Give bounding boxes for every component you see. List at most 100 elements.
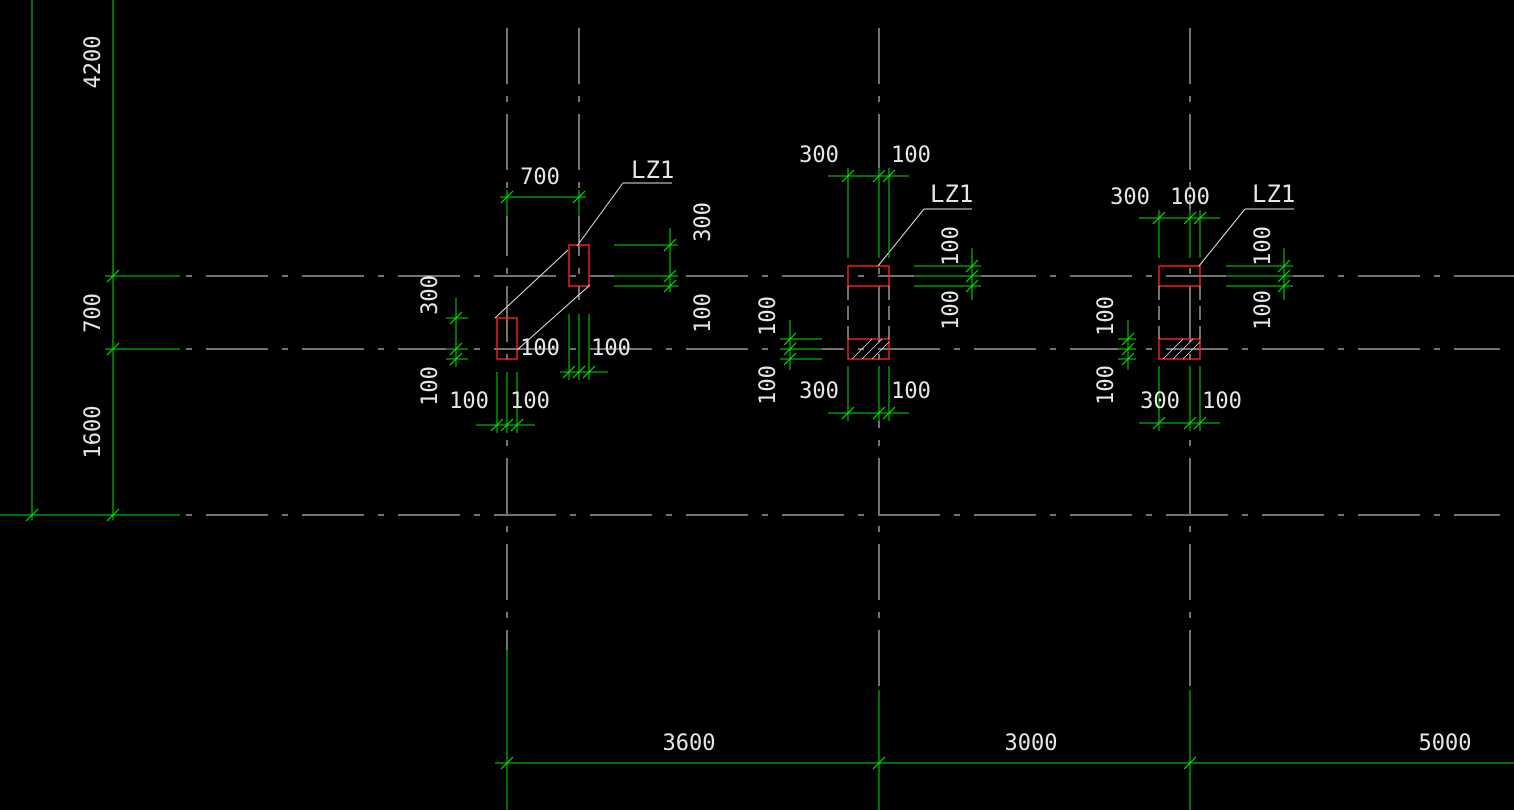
dim-label-100-c-bot: 100 [1202,389,1242,414]
dim-label-100-a-right: 100 [691,293,716,333]
tick-mark [841,169,855,183]
dim-label-100-c-top: 100 [1170,185,1210,210]
tick-mark [1193,416,1207,430]
leader-line [516,284,591,351]
hatch-line [861,338,883,360]
tick-mark [872,169,886,183]
tick-mark [872,756,886,770]
tick-mark [510,418,524,432]
tick-mark [1193,211,1207,225]
leader-line [877,208,925,267]
column-lz1-a-lower[interactable] [496,317,518,360]
tick-mark [1183,416,1197,430]
tick-mark [1121,332,1135,346]
tick-mark [783,332,797,346]
hatch-line [871,341,890,360]
tick-mark [1183,756,1197,770]
dim-label-100-a-left: 100 [418,366,443,406]
tick-mark [1183,211,1197,225]
column-group-c[interactable]: LZ1 300 100 100 100 100 100 [1094,180,1295,431]
leader-line [576,182,624,247]
tick-mark [25,508,39,522]
tick-mark [1121,342,1135,356]
dim-label-100-b-l2: 100 [756,365,781,405]
tick-mark [872,406,886,420]
tick-mark [572,190,586,204]
tick-mark [1152,416,1166,430]
hatch-line [1162,338,1184,360]
dim-label-100-c-r2: 100 [1251,290,1276,330]
tick-mark [1277,259,1291,273]
tick-mark [490,418,504,432]
column-group-b[interactable]: LZ1 300 100 100 100 100 100 [756,143,981,421]
dim-label-700: 700 [81,293,106,333]
dim-label-5000: 5000 [1419,731,1472,756]
dim-label-100-b-r2: 100 [939,290,964,330]
tick-mark [663,279,677,293]
hatch-pattern [1162,338,1201,360]
dim-label-100-b-top: 100 [891,143,931,168]
hatch-line [851,338,873,360]
dim-label-100-b-l1: 100 [756,296,781,336]
tick-mark [783,352,797,366]
tick-mark [965,269,979,283]
tick-mark [965,279,979,293]
tick-mark [562,365,576,379]
dim-label-100-a-bot2: 100 [510,389,550,414]
tick-mark [1277,279,1291,293]
dim-label-1600: 1600 [81,406,106,459]
dim-label-100-c-r1: 100 [1251,226,1276,266]
dim-label-3000: 3000 [1005,731,1058,756]
dim-label-300-a-right: 300 [691,202,716,242]
tick-mark [500,190,514,204]
tick-mark [449,311,463,325]
dim-label-300-c-top: 300 [1110,185,1150,210]
column-lz1-c-lower-hatched[interactable] [1158,338,1201,360]
dim-label-300-c-bot: 300 [1140,389,1180,414]
label-lz1-b: LZ1 [930,180,973,208]
column-lz1-a-upper[interactable] [568,244,590,287]
tick-mark [663,238,677,252]
column-lz1-b-lower-hatched[interactable] [847,338,890,360]
label-lz1-a: LZ1 [631,156,674,184]
tick-mark [106,508,120,522]
dim-label-300-b-bot: 300 [799,379,839,404]
tick-mark [783,342,797,356]
tick-mark [841,406,855,420]
tick-mark [500,756,514,770]
dim-label-300-a-left: 300 [418,275,443,315]
hatch-pattern [851,338,890,360]
hatch-line [1172,338,1194,360]
column-group-a[interactable]: LZ1 700 300 100 300 100 100 100 [418,156,716,433]
dim-label-100-c-l1: 100 [1094,296,1119,336]
tick-mark [882,406,896,420]
dim-label-100-c-l2: 100 [1094,365,1119,405]
dim-label-100-b-r1: 100 [939,226,964,266]
dim-label-3600: 3600 [663,731,716,756]
dim-label-700-a: 700 [520,165,560,190]
dim-label-100-a-bot1: 100 [449,389,489,414]
tick-mark [106,342,120,356]
column-lz1-b-upper[interactable] [847,265,890,287]
tick-mark [500,418,514,432]
tick-mark [449,342,463,356]
dim-label-300-b-top: 300 [799,143,839,168]
tick-mark [1277,269,1291,283]
tick-mark [663,269,677,283]
tick-mark [1152,211,1166,225]
hatch-line [1182,341,1201,360]
leader-line [494,249,569,319]
column-lz1-c-upper[interactable] [1158,265,1201,287]
label-lz1-c: LZ1 [1252,180,1295,208]
tick-mark [582,365,596,379]
tick-mark [1121,352,1135,366]
dim-label-100-b-bot: 100 [891,379,931,404]
dim-label-100-a-mid1: 100 [520,336,560,361]
left-dimension-chain: 4200 700 1600 [0,0,180,522]
tick-mark [106,269,120,283]
tick-mark [965,259,979,273]
tick-mark [882,169,896,183]
dim-label-100-a-mid2: 100 [591,336,631,361]
dim-label-4200: 4200 [81,36,106,89]
